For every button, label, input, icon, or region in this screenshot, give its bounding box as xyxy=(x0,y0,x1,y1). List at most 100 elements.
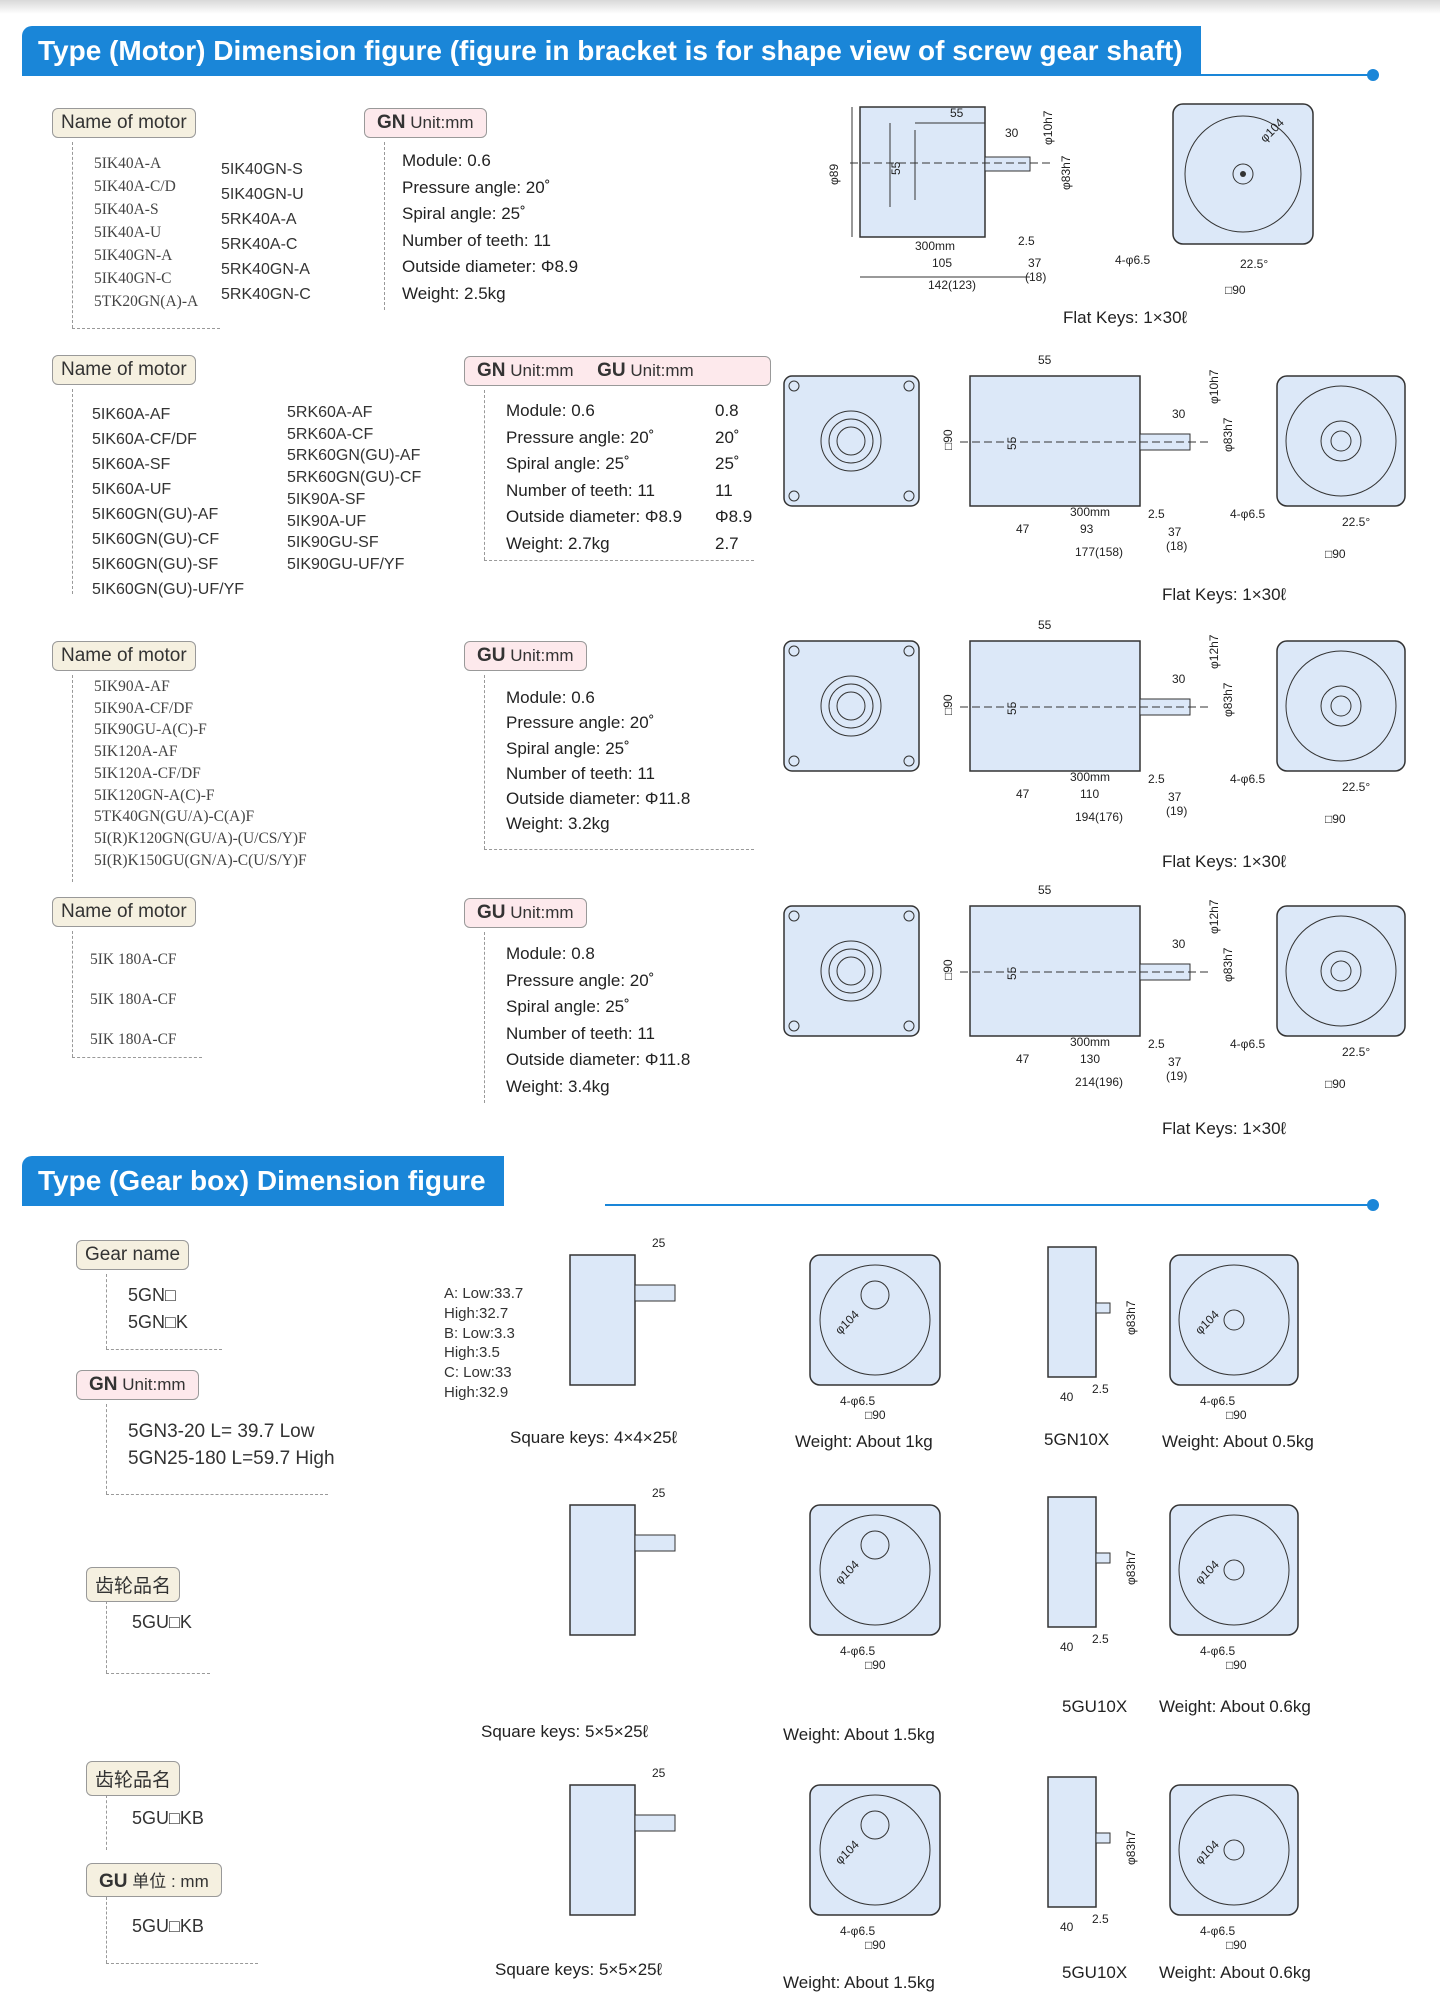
rear-vent-ring xyxy=(836,691,866,721)
decelerator-body xyxy=(1047,1496,1097,1628)
dim-label: 25 xyxy=(652,1236,666,1250)
rear-vent-ring xyxy=(828,948,874,994)
gear-shaft xyxy=(634,1534,676,1552)
weight: Weight: About 0.6kg xyxy=(1159,1963,1311,1982)
spec-line: Module: 0.6 xyxy=(402,151,491,170)
divider xyxy=(106,1601,107,1673)
flat-keys: Flat Keys: 1×30ℓ xyxy=(1162,1119,1287,1138)
dim-label: 2.5 xyxy=(1092,1632,1109,1646)
divider xyxy=(106,1274,107,1349)
divider xyxy=(484,390,485,560)
spec-line: Spiral angle: 25˚ xyxy=(506,454,630,473)
rear-vent-ring xyxy=(820,675,882,737)
dim-label: φ83h7 xyxy=(1221,682,1235,717)
dim-label: 4-φ6.5 xyxy=(1200,1394,1235,1408)
dim-label: 55 xyxy=(1038,353,1052,367)
motor-model: 5RK40A-C xyxy=(221,236,298,253)
square-keys: Square keys: 5×5×25ℓ xyxy=(481,1722,649,1741)
dim-label: 2.5 xyxy=(1148,1037,1165,1051)
abc-value: B: Low:3.3 xyxy=(444,1324,515,1342)
gear-circle xyxy=(819,1514,931,1626)
mount-hole xyxy=(903,755,915,767)
mount-hole xyxy=(903,645,915,657)
motor-rear-view xyxy=(783,640,920,772)
spec-value: Φ8.9 xyxy=(715,507,753,526)
dim-label: 300mm xyxy=(1070,770,1110,784)
dim-label: 194(176) xyxy=(1075,810,1123,824)
motor-model: 5IK90A-AF xyxy=(94,678,170,695)
dim-label: □90 xyxy=(865,1408,886,1422)
dim-label: 55 xyxy=(1038,618,1052,632)
weight: Weight: About 1.5kg xyxy=(783,1725,935,1744)
motor-body xyxy=(969,640,1141,772)
spec-line: Outside diameter: Φ11.8 xyxy=(506,789,691,809)
motor-front-view xyxy=(1276,640,1406,772)
front-ring xyxy=(1330,960,1352,982)
gn-gu-unit-tag: GN Unit:mm GU Unit:mm xyxy=(464,356,771,386)
motor-side-view-drawing: φ89 55 55 30 φ10h7 φ83h7 300mm 105 142(1… xyxy=(827,106,1073,292)
dim-label: 47 xyxy=(1016,1052,1030,1066)
spec-line: Number of teeth: 11 xyxy=(506,1023,655,1043)
divider xyxy=(384,142,385,310)
mount-hole xyxy=(903,380,915,392)
dim-label: 55 xyxy=(1005,701,1019,715)
spec-line: Number of teeth: 11 xyxy=(506,763,655,783)
motor-model: 5I(R)K150GU(GN/A)-C(U/S/Y)F xyxy=(94,851,307,869)
spec-line: Spiral angle: 25˚ xyxy=(506,738,630,758)
motor-rear-view xyxy=(783,375,920,507)
dim-label: 105 xyxy=(932,256,952,270)
divider xyxy=(72,389,73,594)
gear-name-label-cn: 齿轮品名 xyxy=(86,1567,181,1602)
section-title-motor: Type (Motor) Dimension figure (figure in… xyxy=(22,26,1201,76)
decelerator-hub xyxy=(1223,1309,1245,1331)
dim-label: 40 xyxy=(1060,1390,1074,1404)
dim-label: 30 xyxy=(1172,672,1186,686)
decelerator-circle xyxy=(1178,1794,1290,1906)
motor-rear-view xyxy=(783,905,920,1037)
gear-model: 5GN□ xyxy=(128,1285,176,1305)
rear-vent-ring xyxy=(836,426,866,456)
dim-label: (18) xyxy=(1025,270,1046,284)
spec-line: Module: 0.6 xyxy=(506,401,595,420)
section-title-gearbox: Type (Gear box) Dimension figure xyxy=(22,1156,504,1206)
spec-value: 2.7 xyxy=(715,533,739,553)
dim-label: 4-φ6.5 xyxy=(1230,772,1265,786)
dim-label: 214(196) xyxy=(1075,1075,1123,1089)
spec-value: 20˚ xyxy=(715,427,740,447)
divider xyxy=(484,675,485,849)
motor-body xyxy=(969,375,1141,507)
motor-model: 5RK40GN-C xyxy=(221,286,311,303)
dim-label: 130 xyxy=(1080,1052,1100,1066)
dim-label: □90 xyxy=(1226,1938,1247,1952)
divider xyxy=(72,142,73,328)
motor-model: 5IK60A-SF xyxy=(92,456,171,473)
dim-label: 55 xyxy=(1005,966,1019,980)
dim-label: (19) xyxy=(1166,804,1187,818)
gearbox-drawings: 25φ1044-φ6.5□90φ83h7402.5φ1044-φ6.5□9025… xyxy=(569,1236,1299,1952)
dim-label: 47 xyxy=(1016,522,1030,536)
gear-model: 5GN□K xyxy=(128,1312,188,1332)
gearbox-body xyxy=(569,1504,636,1636)
spec-line: Weight: 2.7kg xyxy=(506,533,610,553)
mount-hole xyxy=(788,755,800,767)
dim-label: 4-φ6.5 xyxy=(840,1924,875,1938)
decelerator-hub xyxy=(1223,1559,1245,1581)
dim-label: φ83h7 xyxy=(1059,155,1073,190)
weight: Weight: About 1.5kg xyxy=(783,1973,935,1992)
square-keys: Square keys: 4×4×25ℓ xyxy=(510,1428,678,1447)
mount-hole xyxy=(788,380,800,392)
motor-model: 5IK40GN-S xyxy=(221,161,303,178)
dim-label: □90 xyxy=(941,429,955,450)
gear-list: 5GU□KB xyxy=(132,1808,204,1828)
banner-rule xyxy=(1195,74,1373,76)
banner-dot xyxy=(1367,69,1379,81)
dim-label: φ83h7 xyxy=(1124,1550,1138,1585)
dim-label: 22.5° xyxy=(1342,515,1370,529)
dim-label: (18) xyxy=(1166,539,1187,553)
